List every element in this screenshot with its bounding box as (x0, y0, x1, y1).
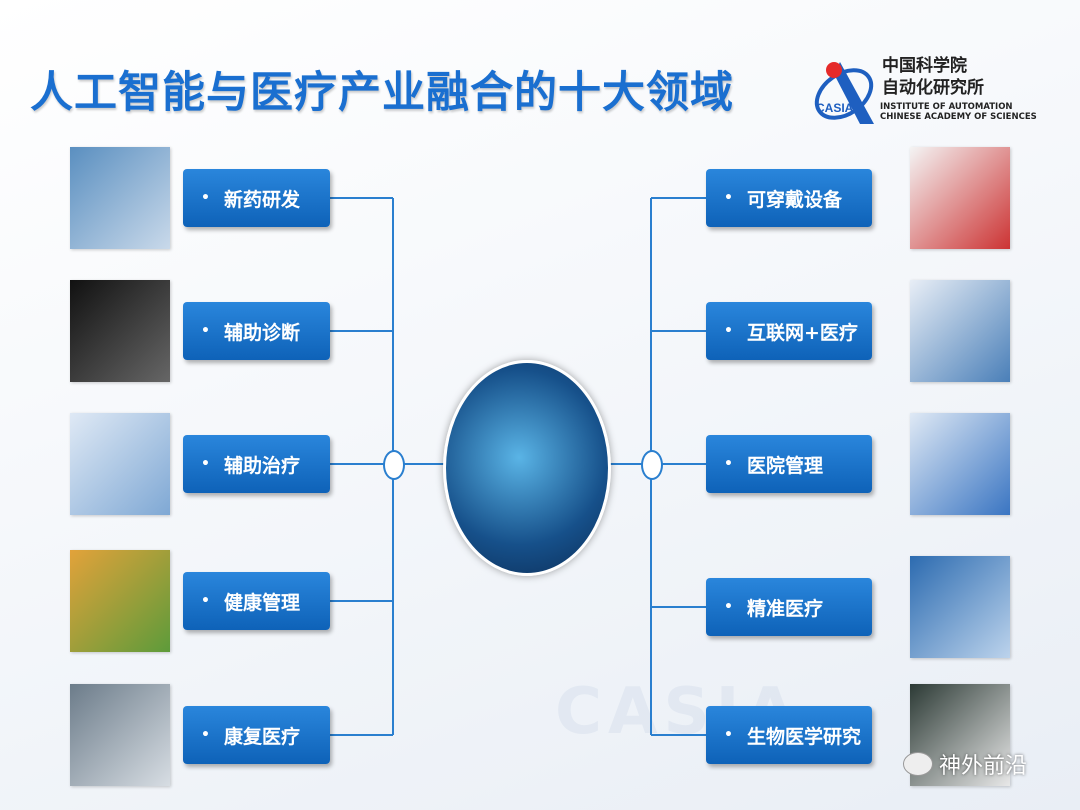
right-center-link (603, 463, 651, 465)
left-field-box: • 新药研发 (183, 169, 330, 227)
hospital-management-diagram (910, 413, 1010, 515)
field-label: 康复医疗 (223, 725, 300, 748)
logo-cn-line2: 自动化研究所 (882, 78, 984, 98)
page-title: 人工智能与医疗产业融合的十大领域 (30, 68, 734, 118)
center-medical-ai-image (443, 360, 611, 576)
bullet: • (201, 190, 210, 206)
bullet: • (201, 323, 210, 339)
left-branch-line (330, 330, 393, 332)
wearables-photo (910, 147, 1010, 249)
right-field-box: • 医院管理 (706, 435, 872, 493)
right-branch-line (651, 734, 708, 736)
logo-cn-line1: 中国科学院 (882, 56, 967, 76)
wechat-icon (903, 752, 933, 776)
right-field-box: • 生物医学研究 (706, 706, 872, 764)
casia-logo: CASIA 中国科学院 自动化研究所 INSTITUTE OF AUTOMATI… (812, 52, 1052, 132)
right-node (641, 450, 663, 480)
dna-photo (910, 556, 1010, 658)
healthy-food-photo (70, 550, 170, 652)
bullet: • (724, 727, 733, 743)
right-branch-line (651, 606, 708, 608)
brand-name: 神外前沿 (939, 754, 1028, 779)
right-branch-line (651, 197, 708, 199)
right-branch-line (651, 463, 708, 465)
brand-watermark: 神外前沿 (903, 748, 1027, 780)
right-branch-line (651, 330, 708, 332)
bullet: • (724, 456, 733, 472)
field-label: 可穿戴设备 (746, 188, 842, 211)
field-label: 互联网+医疗 (746, 321, 858, 344)
stethoscope-photo (70, 413, 170, 515)
left-field-box: • 辅助诊断 (183, 302, 330, 360)
field-label: 新药研发 (223, 188, 300, 211)
bullet: • (724, 190, 733, 206)
left-center-link (393, 463, 445, 465)
rehabilitation-photo (70, 684, 170, 786)
bullet: • (201, 593, 210, 609)
bullet: • (724, 599, 733, 615)
medical-scan-photo (70, 280, 170, 382)
casia-logo-icon: CASIA (814, 62, 874, 124)
right-field-box: • 可穿戴设备 (706, 169, 872, 227)
internet-medical-chart (910, 280, 1010, 382)
left-branch-line (330, 600, 393, 602)
logo-en-line1: INSTITUTE OF AUTOMATION (880, 102, 1013, 112)
bullet: • (201, 456, 210, 472)
field-label: 辅助诊断 (223, 321, 300, 344)
bullet: • (201, 727, 210, 743)
right-field-box: • 互联网+医疗 (706, 302, 872, 360)
drug-research-photo (70, 147, 170, 249)
field-label: 精准医疗 (746, 597, 823, 620)
field-label: 生物医学研究 (746, 725, 861, 748)
left-field-box: • 健康管理 (183, 572, 330, 630)
field-label: 医院管理 (746, 454, 823, 477)
left-branch-line (330, 197, 393, 199)
bullet: • (724, 323, 733, 339)
right-field-box: • 精准医疗 (706, 578, 872, 636)
logo-en-line2: CHINESE ACADEMY OF SCIENCES (880, 112, 1037, 122)
field-label: 健康管理 (223, 591, 300, 614)
left-field-box: • 康复医疗 (183, 706, 330, 764)
field-label: 辅助治疗 (223, 454, 300, 477)
left-field-box: • 辅助治疗 (183, 435, 330, 493)
left-node (383, 450, 405, 480)
svg-text:CASIA: CASIA (816, 101, 854, 115)
left-branch-line (330, 734, 393, 736)
left-branch-line (330, 463, 393, 465)
